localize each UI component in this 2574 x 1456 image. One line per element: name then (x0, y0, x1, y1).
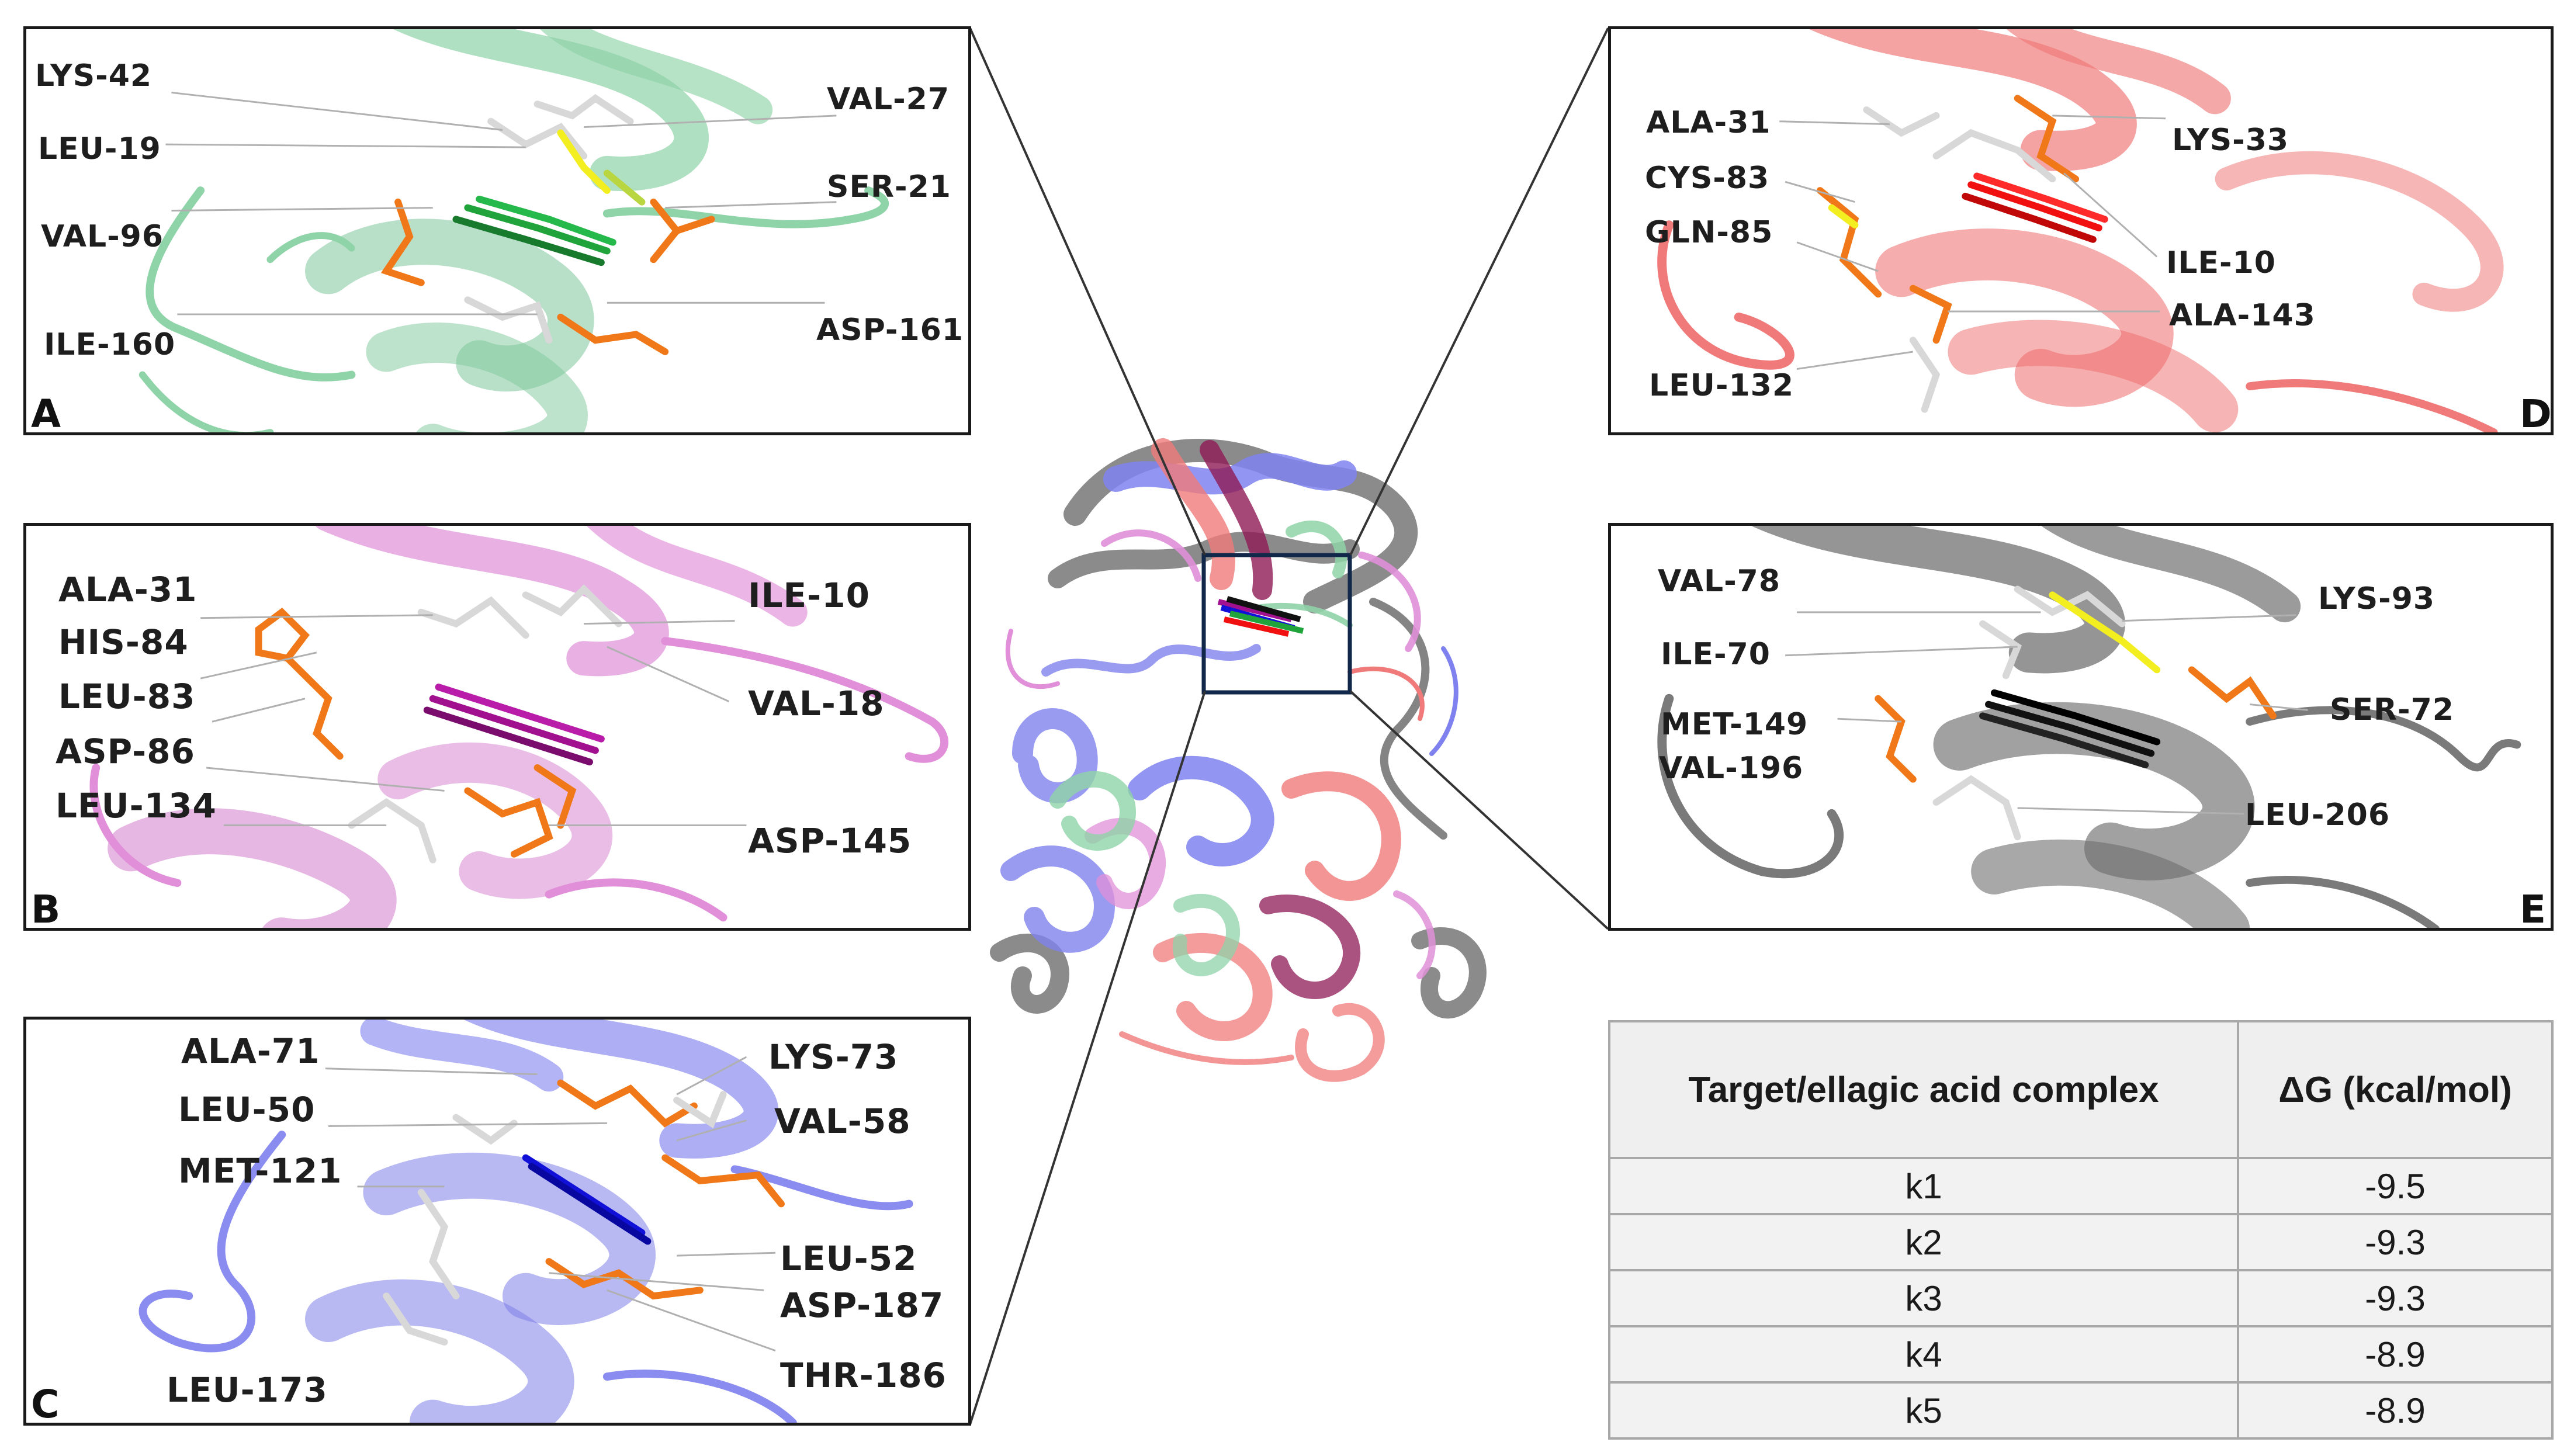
table-cell-dg: -8.9 (2237, 1381, 2554, 1440)
binding-energy-table: Target/ellagic acid complex ΔG (kcal/mol… (1608, 1020, 2554, 1440)
table-row: k5 -8.9 (1608, 1381, 2554, 1440)
protein-superposition-image (990, 438, 1487, 1082)
residue-label: ALA-31 (1646, 105, 1771, 140)
panel-d-structure-image (1657, 29, 2504, 432)
residue-label: LEU-173 (167, 1370, 328, 1410)
residue-label: ALA-71 (181, 1031, 320, 1071)
residue-label: LYS-73 (768, 1037, 899, 1077)
table-cell-complex: k3 (1608, 1269, 2239, 1327)
residue-label: ASP-86 (56, 732, 195, 771)
residue-label: HIS-84 (58, 622, 189, 662)
residue-label: ASP-187 (780, 1285, 944, 1325)
residue-label: LEU-19 (38, 131, 161, 167)
table-cell-complex: k5 (1608, 1381, 2239, 1440)
residue-label: LYS-33 (2172, 123, 2289, 158)
residue-label: LEU-132 (1649, 368, 1794, 403)
panel-c: ALA-71 LEU-50 MET-121 LEU-173 LYS-73 VAL… (23, 1017, 971, 1426)
residue-label: ALA-31 (58, 570, 198, 609)
residue-label: VAL-96 (41, 219, 164, 254)
table-cell-complex: k1 (1608, 1157, 2239, 1215)
table-row: k3 -9.3 (1608, 1269, 2554, 1327)
residue-label: THR-186 (780, 1356, 947, 1395)
table-cell-complex: k2 (1608, 1213, 2239, 1271)
panel-a-structure-image (138, 29, 889, 432)
residue-label: ALA-143 (2169, 298, 2316, 333)
panel-letter: C (31, 1382, 60, 1426)
residue-label: ASP-161 (816, 313, 964, 348)
residue-label: ILE-10 (2166, 245, 2276, 280)
residue-label: LEU-83 (58, 677, 196, 716)
residue-label: ILE-70 (1661, 637, 1771, 672)
residue-label: LEU-50 (178, 1090, 316, 1129)
residue-label: LYS-93 (2318, 581, 2436, 616)
panel-b-structure-image (89, 526, 948, 928)
panel-e: VAL-78 ILE-70 MET-149 VAL-196 LYS-93 SER… (1608, 523, 2554, 931)
panel-a: LYS-42 LEU-19 VAL-96 ILE-160 VAL-27 SER-… (23, 26, 971, 435)
residue-label: LEU-206 (2245, 798, 2391, 833)
table-cell-complex: k4 (1608, 1325, 2239, 1384)
residue-label: VAL-78 (1658, 564, 1781, 599)
panel-letter: B (31, 887, 61, 931)
table-row: k2 -9.3 (1608, 1213, 2554, 1271)
residue-label: VAL-58 (774, 1101, 911, 1141)
residue-label: MET-121 (178, 1151, 342, 1191)
table-cell-dg: -9.3 (2237, 1269, 2554, 1327)
residue-label: LEU-134 (56, 786, 217, 826)
residue-label: SER-72 (2330, 692, 2454, 727)
table-header-row: Target/ellagic acid complex ΔG (kcal/mol… (1608, 1020, 2554, 1159)
panel-d: ALA-31 CYS-83 GLN-85 LEU-132 LYS-33 ILE-… (1608, 26, 2554, 435)
table-row: k1 -9.5 (1608, 1157, 2554, 1215)
residue-label: LEU-52 (780, 1239, 917, 1278)
table-header-dg: ΔG (kcal/mol) (2237, 1020, 2554, 1159)
table-cell-dg: -9.3 (2237, 1213, 2554, 1271)
table-row: k4 -8.9 (1608, 1325, 2554, 1384)
residue-label: ILE-10 (748, 576, 870, 615)
residue-label: SER-21 (827, 169, 951, 204)
panel-c-structure-image (138, 1020, 913, 1423)
residue-label: CYS-83 (1645, 161, 1770, 196)
residue-label: VAL-18 (748, 684, 885, 723)
table-header-complex: Target/ellagic acid complex (1608, 1020, 2239, 1159)
residue-label: VAL-196 (1659, 751, 1804, 786)
residue-label: ILE-160 (44, 327, 176, 362)
residue-label: LYS-42 (35, 58, 153, 93)
table-cell-dg: -8.9 (2237, 1325, 2554, 1384)
panel-e-structure-image (1657, 526, 2521, 928)
panel-letter: D (2520, 391, 2552, 435)
table-cell-dg: -9.5 (2237, 1157, 2554, 1215)
residue-label: ASP-145 (748, 821, 912, 861)
panel-b: ALA-31 HIS-84 LEU-83 ASP-86 LEU-134 ILE-… (23, 523, 971, 931)
residue-label: GLN-85 (1645, 215, 1773, 250)
panel-letter: E (2520, 887, 2547, 931)
residue-label: MET-149 (1661, 707, 1809, 742)
panel-letter: A (31, 391, 61, 435)
residue-label: VAL-27 (827, 82, 950, 117)
